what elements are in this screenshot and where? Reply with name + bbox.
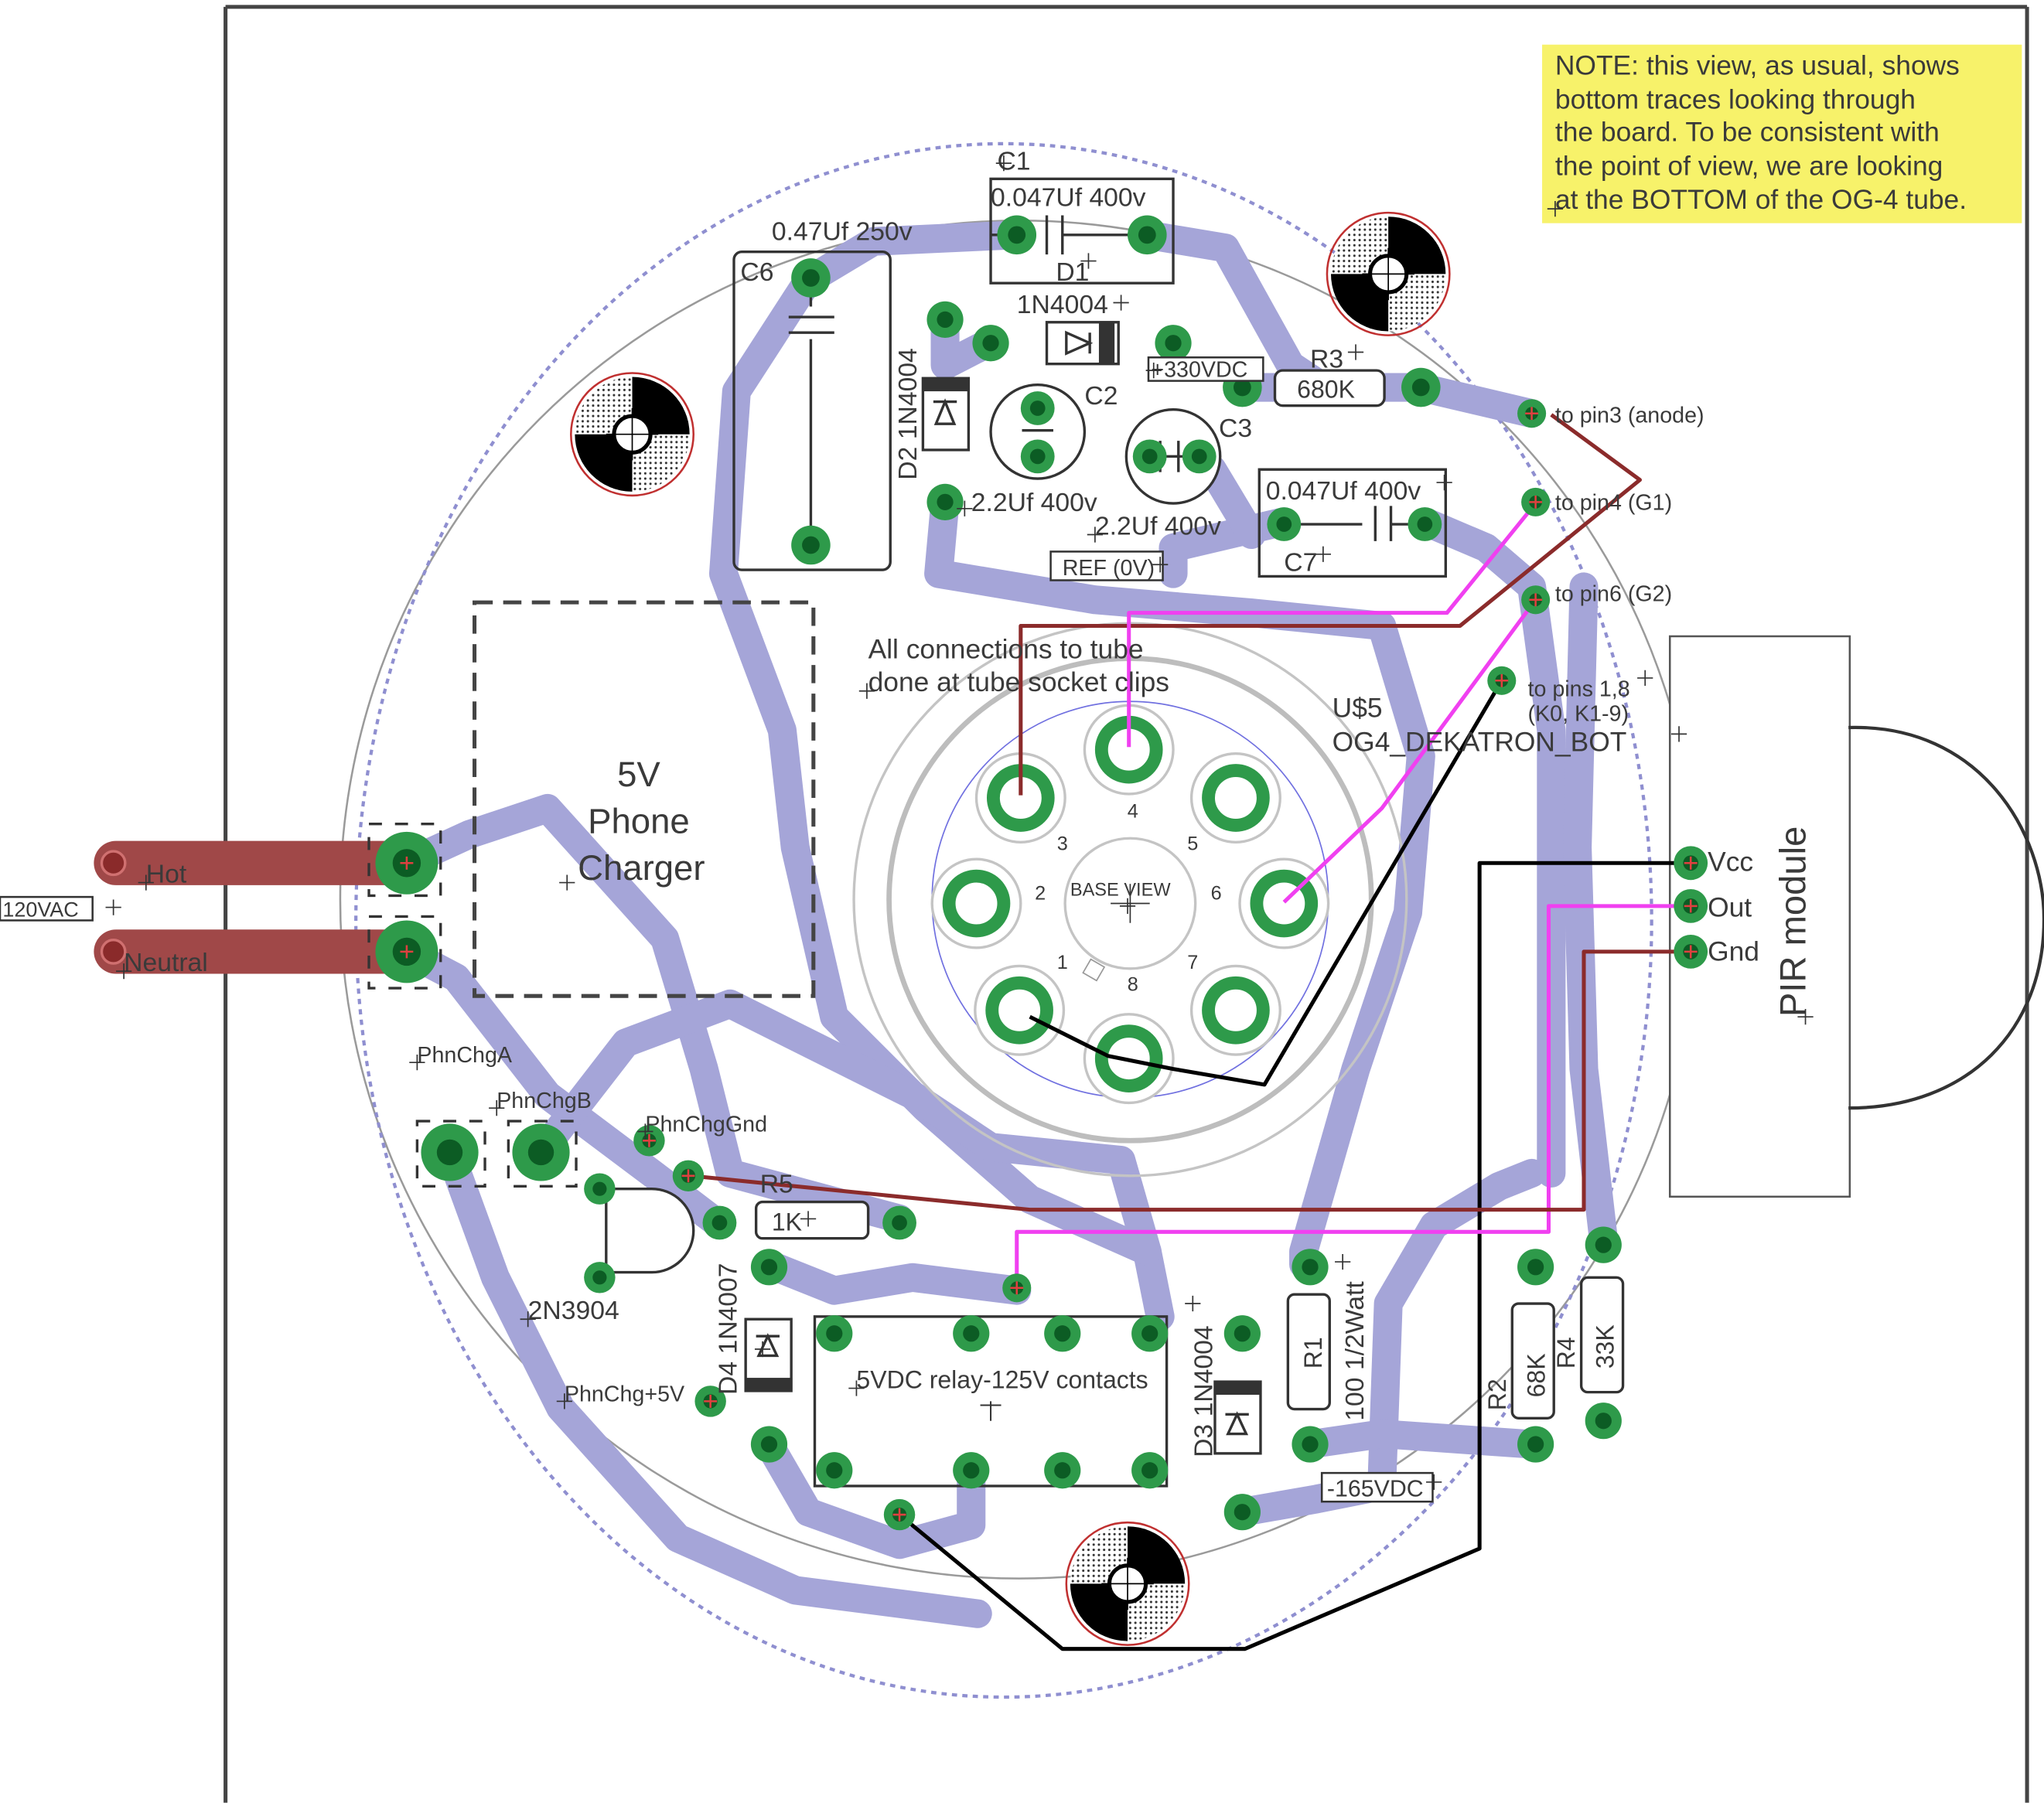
tube-pin-number: 1	[1057, 952, 1068, 973]
tube-pin-number: 3	[1057, 833, 1068, 854]
neg-voltage-label: -165VDC	[1327, 1476, 1424, 1501]
r2-name: R2	[1483, 1379, 1511, 1410]
hot-label: Hot	[146, 860, 187, 889]
note-line-3: the board. To be consistent with	[1555, 117, 1940, 147]
r2-value: 68K	[1522, 1353, 1550, 1397]
d2-label: D2 1N4004	[893, 348, 923, 480]
tube-note-line-1: All connections to tube	[868, 635, 1144, 665]
hv-label: +330VDC	[1151, 358, 1247, 383]
origin-markers	[105, 155, 1814, 1491]
c1-name: C1	[997, 147, 1030, 176]
tube-pin-number: 8	[1128, 973, 1138, 995]
pad-label-phnchg5v: PhnChg+5V	[565, 1382, 684, 1406]
tube-pin-2	[930, 857, 1022, 949]
pins18-label-1: to pins 1,8	[1528, 677, 1630, 702]
c1-value: 0.047Uf 400v	[991, 183, 1146, 213]
note-line-5: at the BOTTOM of the OG-4 tube.	[1555, 185, 1967, 215]
board-outline	[224, 5, 2029, 1803]
r4-name: R4	[1552, 1337, 1580, 1368]
ac-voltage-label: 120VAC	[2, 898, 78, 921]
c7-name: C7	[1284, 548, 1317, 578]
mounting-holes	[570, 211, 1451, 1646]
c2-name: C2	[1084, 381, 1118, 411]
pin4-label: to pin4 (G1)	[1555, 490, 1672, 515]
neutral-label: Neutral	[124, 948, 208, 977]
pir-gnd-label: Gnd	[1708, 937, 1759, 967]
tube-pin-7	[1189, 964, 1281, 1056]
tube-part: OG4_DEKATRON_BOT	[1333, 727, 1627, 757]
charger-line-1: 5V	[617, 755, 660, 794]
tube-pin-number: 5	[1187, 833, 1198, 854]
phone-charger-outline	[473, 600, 816, 998]
pin3-label: to pin3 (anode)	[1555, 404, 1704, 428]
c2-value: 2.2Uf 400v	[971, 488, 1097, 517]
pins18-label-2: (K0, K1-9)	[1528, 702, 1629, 727]
c3-name: C3	[1219, 414, 1252, 443]
pad-label-phnchggnd: PhnChgGnd	[645, 1113, 767, 1137]
r5-name: R5	[760, 1170, 793, 1199]
r5-value: 1K	[772, 1208, 802, 1236]
tube-pin-1	[974, 964, 1066, 1056]
r3-name: R3	[1310, 345, 1343, 374]
tube-pin-4	[1083, 704, 1175, 796]
pad-label-phnchgb: PhnChgB	[496, 1089, 592, 1113]
tube-note-line-2: done at tube socket clips	[868, 667, 1169, 697]
pir-title: PIR module	[1773, 827, 1814, 1017]
pad-label-phnchga: PhnChgA	[417, 1043, 513, 1068]
charger-line-3: Charger	[578, 848, 705, 888]
base-view-label: BASE VIEW	[1070, 879, 1171, 899]
d1-name: D1	[1056, 257, 1089, 287]
c6-name: C6	[740, 257, 773, 287]
pin6-label: to pin6 (G2)	[1555, 581, 1672, 606]
r4-value: 33K	[1592, 1324, 1619, 1368]
c6-value: 0.47Uf 250v	[772, 217, 913, 247]
tube-pin-number: 6	[1211, 882, 1222, 904]
labels: NOTE: this view, as usual, shows bottom …	[0, 44, 2022, 1503]
r1-value: 100 1/2Watt	[1340, 1281, 1370, 1421]
tube-name: U$5	[1333, 693, 1383, 723]
tube-pins: 1 2 3 4 5 6 7 8	[930, 704, 1330, 1105]
c3-value: 2.2Uf 400v	[1095, 512, 1221, 541]
circular-board-outline	[339, 141, 1700, 1699]
q-value: 2N3904	[528, 1296, 619, 1325]
ref-label: REF (0V)	[1063, 556, 1155, 581]
d1-value: 1N4004	[1017, 290, 1108, 319]
d4-label: D4 1N4007	[713, 1263, 742, 1395]
pads	[375, 215, 1708, 1531]
r3-value: 680K	[1297, 376, 1355, 404]
charger-line-2: Phone	[588, 802, 690, 841]
jumper-wires	[691, 413, 1691, 1651]
pir-out-label: Out	[1708, 892, 1752, 922]
d3-label: D3 1N4004	[1189, 1325, 1219, 1457]
note-line-2: bottom traces looking through	[1555, 84, 1916, 114]
note-line-1: NOTE: this view, as usual, shows	[1555, 50, 1960, 80]
c7-value: 0.047Uf 400v	[1266, 476, 1421, 506]
ac-traces	[94, 823, 442, 990]
pir-vcc-label: Vcc	[1708, 847, 1753, 877]
r1-name: R1	[1299, 1337, 1327, 1368]
note-box	[1542, 44, 2022, 223]
tube-pin-number: 4	[1128, 800, 1138, 822]
pir-dome	[1848, 725, 2044, 1110]
tube-pin-number: 2	[1035, 882, 1046, 904]
tube-pin-5	[1189, 752, 1281, 844]
relay-label: 5VDC relay-125V contacts	[856, 1366, 1148, 1394]
note-line-4: the point of view, we are looking	[1555, 151, 1943, 181]
tube-pin-number: 7	[1187, 952, 1198, 973]
